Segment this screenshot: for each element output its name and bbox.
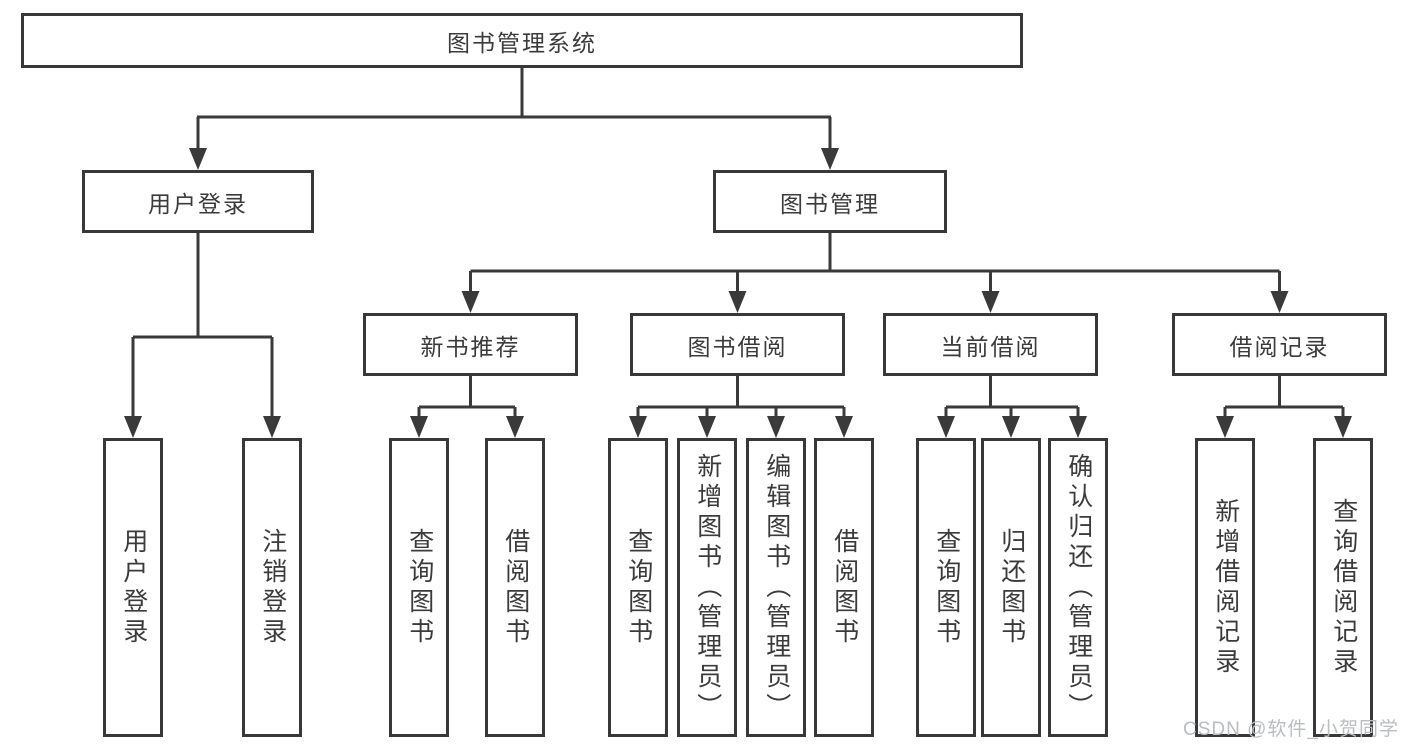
node-label: 新增图书（管理员） (693, 452, 722, 723)
node-label: 查询借阅记录 (1329, 497, 1358, 678)
node-query-books-borrowing: 查询图书 (608, 438, 668, 737)
node-label: 用户登录 (119, 527, 148, 648)
node-return-books: 归还图书 (981, 438, 1041, 737)
node-label: 查询图书 (405, 527, 434, 648)
node-label: 图书管理系统 (447, 29, 597, 56)
node-edit-books-admin: 编辑图书（管理员） (746, 438, 806, 737)
node-label: 当前借阅 (940, 333, 1041, 360)
node-label: 查询图书 (624, 527, 653, 648)
node-user-login-branch: 用户登录 (82, 170, 314, 233)
node-add-borrow-record: 新增借阅记录 (1195, 438, 1255, 737)
node-label: 编辑图书（管理员） (762, 452, 791, 723)
node-add-books-admin: 新增图书（管理员） (677, 438, 737, 737)
node-query-books-recommend: 查询图书 (389, 438, 449, 737)
node-label: 借阅图书 (830, 527, 859, 648)
node-label: 用户登录 (148, 190, 248, 217)
csdn-watermark: CSDN @软件_小贺同学 (1183, 719, 1399, 740)
node-label: 确认归还（管理员） (1064, 452, 1093, 723)
node-library-system: 图书管理系统 (21, 13, 1023, 68)
node-label: 借阅图书 (501, 527, 530, 648)
node-book-borrowing: 图书借阅 (630, 313, 845, 376)
node-query-books-current: 查询图书 (916, 438, 976, 737)
node-confirm-return-admin: 确认归还（管理员） (1048, 438, 1108, 737)
node-label: 借阅记录 (1229, 333, 1330, 360)
node-current-borrowing: 当前借阅 (883, 313, 1098, 376)
arrowheads (124, 148, 1352, 438)
node-user-login-leaf: 用户登录 (103, 438, 163, 737)
node-label: 图书管理 (780, 190, 880, 217)
node-borrowing-records: 借阅记录 (1172, 313, 1387, 376)
node-book-management-branch: 图书管理 (713, 170, 947, 233)
node-label: 新书推荐 (420, 333, 521, 360)
node-logout: 注销登录 (242, 438, 302, 737)
node-label: 新增借阅记录 (1211, 497, 1240, 678)
node-label: 归还图书 (997, 527, 1026, 648)
node-label: 图书借阅 (687, 333, 788, 360)
connector-segments (131, 68, 1345, 420)
node-borrow-books-borrowing: 借阅图书 (814, 438, 874, 737)
node-borrow-books-recommend: 借阅图书 (485, 438, 545, 737)
node-new-book-recommend: 新书推荐 (363, 313, 578, 376)
node-label: 查询图书 (932, 527, 961, 648)
node-label: 注销登录 (258, 527, 287, 648)
node-query-borrow-record: 查询借阅记录 (1313, 438, 1373, 737)
